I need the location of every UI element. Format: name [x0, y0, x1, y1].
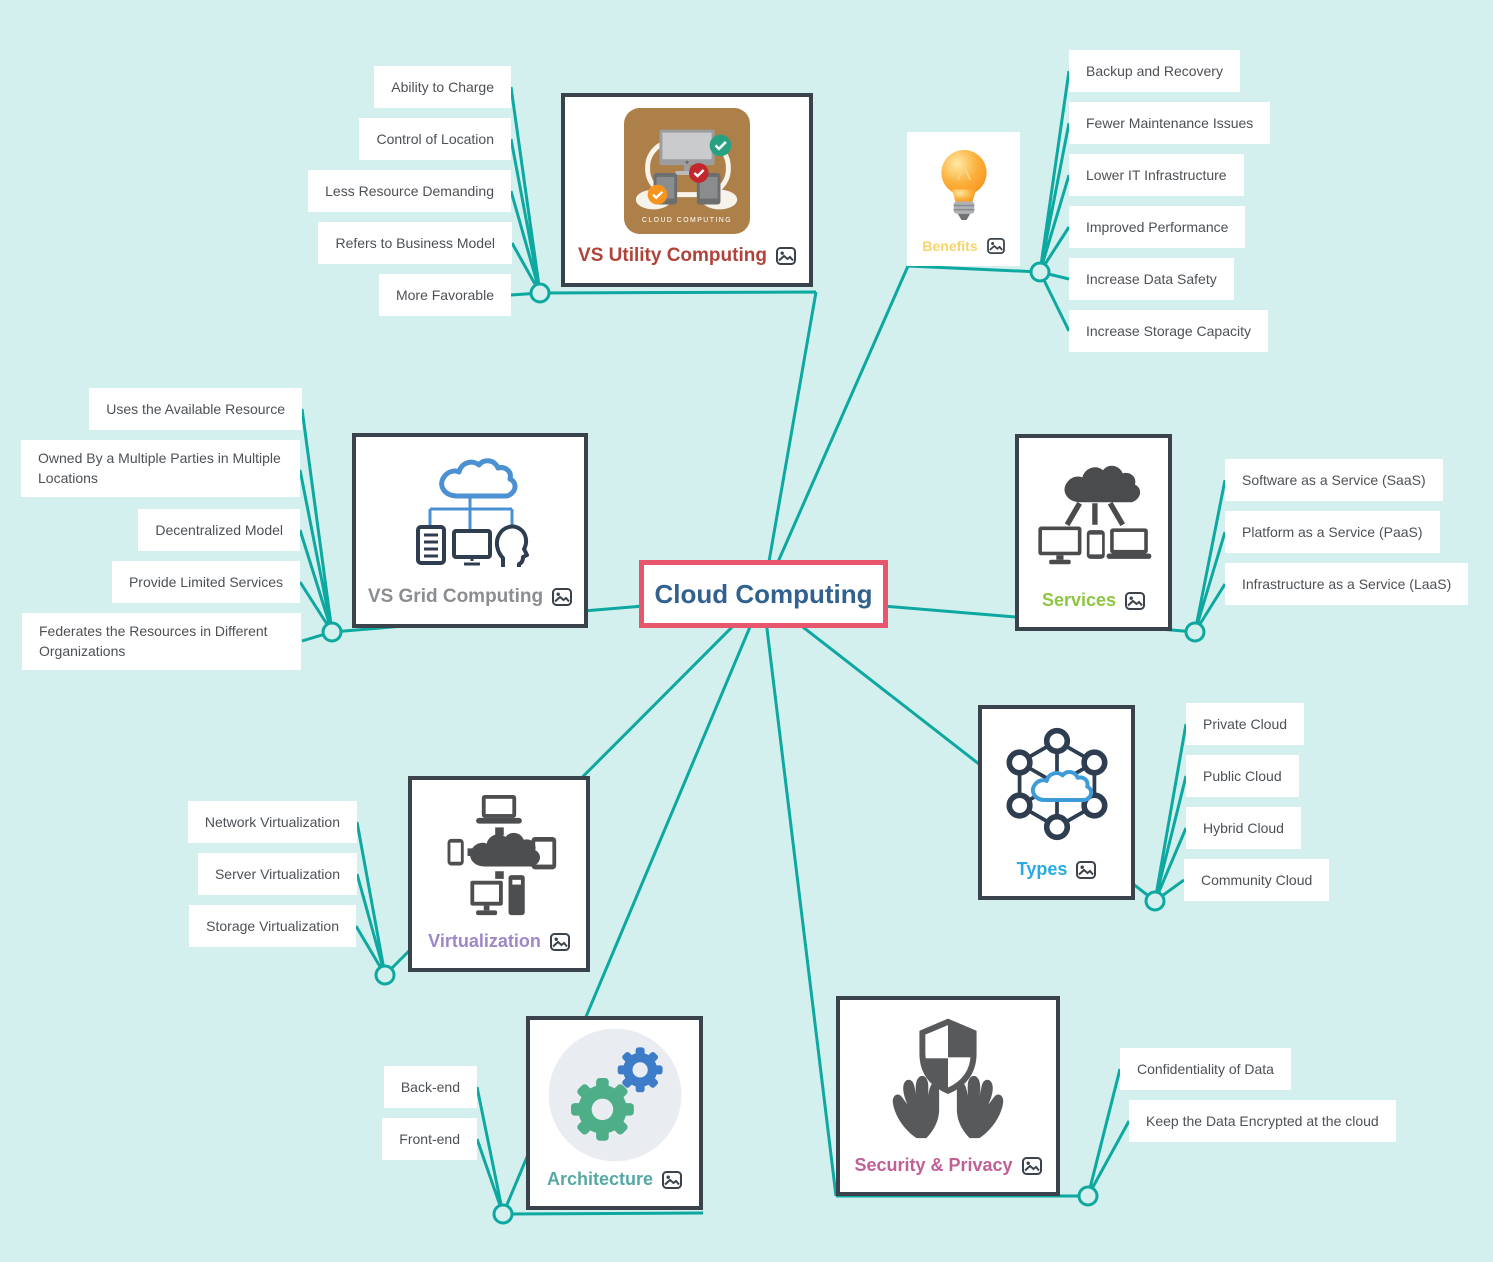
- topic-title: Security & Privacy: [854, 1155, 1013, 1175]
- leaf-storage-virtualization[interactable]: Storage Virtualization: [189, 905, 356, 947]
- network-nodes-cloud-icon: [982, 709, 1131, 859]
- topic-title-row: Benefits: [916, 238, 1010, 266]
- topic-title: Architecture: [546, 1169, 654, 1189]
- topic-title: Types: [1016, 859, 1068, 879]
- leaf-decentralized-model[interactable]: Decentralized Model: [138, 509, 300, 551]
- image-attachment-icon[interactable]: [986, 238, 1005, 254]
- topic-title-row: Virtualization: [422, 931, 576, 968]
- leaf-paas[interactable]: Platform as a Service (PaaS): [1225, 511, 1440, 553]
- leaf-server-virtualization[interactable]: Server Virtualization: [197, 853, 357, 895]
- topic-title-row: Types: [1011, 859, 1103, 896]
- topic-types[interactable]: Types: [978, 705, 1135, 900]
- topic-virtualization[interactable]: Virtualization: [408, 776, 590, 972]
- leaf-fewer-maintenance-issues[interactable]: Fewer Maintenance Issues: [1069, 102, 1271, 144]
- topic-architecture[interactable]: Architecture: [526, 1016, 703, 1210]
- topic-title-row: Services: [1036, 590, 1151, 627]
- leaf-owned-by-multiple-parties[interactable]: Owned By a Multiple Parties in Multiple …: [21, 440, 300, 498]
- topic-title-row: VS Utility Computing: [572, 245, 802, 283]
- image-attachment-icon[interactable]: [1125, 591, 1146, 610]
- leaf-saas[interactable]: Software as a Service (SaaS): [1225, 459, 1443, 501]
- topic-benefits[interactable]: Benefits: [907, 132, 1020, 266]
- leaf-federates-the-resources[interactable]: Federates the Resources in Different Org…: [22, 613, 301, 671]
- leaf-private-cloud[interactable]: Private Cloud: [1186, 703, 1305, 745]
- cloud-devices-icon: [1019, 438, 1168, 590]
- leaf-keep-data-encrypted[interactable]: Keep the Data Encrypted at the cloud: [1129, 1100, 1396, 1142]
- leaf-hybrid-cloud[interactable]: Hybrid Cloud: [1186, 807, 1301, 849]
- leaf-confidentiality-of-data[interactable]: Confidentiality of Data: [1120, 1048, 1291, 1090]
- central-topic-cloud-computing[interactable]: Cloud Computing: [639, 560, 888, 628]
- image-attachment-icon[interactable]: [662, 1170, 683, 1189]
- hands-holding-shield-icon: [840, 1000, 1056, 1155]
- leaf-increase-data-safety[interactable]: Increase Data Safety: [1069, 258, 1234, 300]
- topic-vs-grid-computing[interactable]: VS Grid Computing: [352, 433, 588, 628]
- leaf-laas[interactable]: Infrastructure as a Service (LaaS): [1225, 563, 1469, 605]
- topic-title: VS Utility Computing: [578, 245, 767, 266]
- leaf-ability-to-charge[interactable]: Ability to Charge: [374, 66, 511, 108]
- branch-junction-dots: [321, 261, 1206, 1225]
- image-attachment-icon[interactable]: [1021, 1156, 1042, 1175]
- topic-security-privacy[interactable]: Security & Privacy: [836, 996, 1060, 1196]
- image-caption: CLOUD COMPUTING: [642, 217, 732, 224]
- topic-services[interactable]: Services: [1015, 434, 1172, 631]
- leaf-less-resource-demanding[interactable]: Less Resource Demanding: [308, 170, 511, 212]
- cloud-computing-illustration-icon: CLOUD COMPUTING: [565, 97, 809, 245]
- leaf-more-favorable[interactable]: More Favorable: [378, 274, 511, 316]
- topic-title-row: Security & Privacy: [848, 1155, 1047, 1192]
- leaf-uses-the-available-resource[interactable]: Uses the Available Resource: [89, 388, 302, 430]
- topic-title: Virtualization: [428, 931, 541, 951]
- grid-cloud-network-icon: [356, 437, 584, 586]
- leaf-increase-storage-capacity[interactable]: Increase Storage Capacity: [1069, 310, 1268, 352]
- topic-title-row: Architecture: [541, 1169, 688, 1206]
- leaf-backup-and-recovery[interactable]: Backup and Recovery: [1069, 50, 1240, 92]
- topic-title: Benefits: [922, 238, 978, 254]
- leaf-lower-it-infrastructure[interactable]: Lower IT Infrastructure: [1069, 154, 1244, 196]
- leaf-improved-performance[interactable]: Improved Performance: [1069, 206, 1246, 248]
- lightbulb-icon: [907, 132, 1020, 238]
- topic-title: Services: [1041, 590, 1117, 610]
- image-attachment-icon[interactable]: [775, 247, 796, 265]
- topic-vs-utility-computing[interactable]: CLOUD COMPUTING VS Utility Computing: [561, 93, 813, 287]
- leaf-control-of-location[interactable]: Control of Location: [359, 118, 511, 160]
- cloud-connected-devices-icon: [412, 780, 586, 931]
- topic-title: VS Grid Computing: [367, 586, 544, 607]
- leaf-refers-to-business-model[interactable]: Refers to Business Model: [318, 222, 512, 264]
- leaf-front-end[interactable]: Front-end: [382, 1118, 477, 1160]
- image-attachment-icon[interactable]: [552, 588, 573, 606]
- image-attachment-icon[interactable]: [549, 932, 570, 951]
- image-attachment-icon[interactable]: [1076, 860, 1097, 879]
- leaf-community-cloud[interactable]: Community Cloud: [1184, 859, 1330, 901]
- leaf-network-virtualization[interactable]: Network Virtualization: [187, 801, 357, 843]
- leaf-provide-limited-services[interactable]: Provide Limited Services: [111, 561, 300, 603]
- topic-title-row: VS Grid Computing: [362, 586, 578, 624]
- leaf-public-cloud[interactable]: Public Cloud: [1186, 755, 1299, 797]
- leaf-back-end[interactable]: Back-end: [383, 1066, 477, 1108]
- gears-icon: [530, 1020, 699, 1169]
